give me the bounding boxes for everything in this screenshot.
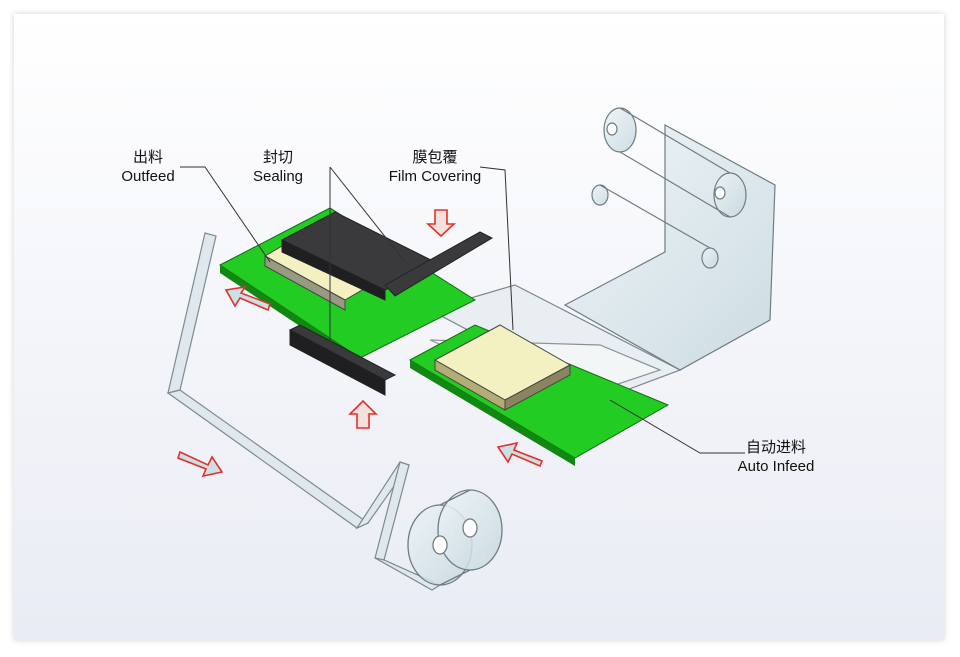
film-covering-zh: 膜包覆 [412, 148, 458, 166]
sealer-top-bar [280, 211, 494, 301]
leader-lines [180, 166, 745, 454]
outfeed-en: Outfeed [121, 168, 175, 185]
outfeed-label: 出料 Outfeed [113, 148, 183, 186]
film-covering-label: 膜包覆 Film Covering [380, 148, 490, 186]
film-roll-icon [407, 489, 503, 586]
sealing-label: 封切 Sealing [241, 148, 315, 186]
infeed-product [433, 324, 572, 411]
outfeed-zh: 出料 [132, 148, 163, 166]
auto-infeed-zh: 自动进料 [745, 438, 806, 456]
sealing-zh: 封切 [262, 148, 293, 166]
sealing-en: Sealing [252, 168, 304, 185]
film-covering-en: Film Covering [388, 168, 482, 185]
auto-infeed-label: 自动进料 Auto Infeed [728, 438, 824, 476]
direction-arrow-icon [177, 285, 544, 478]
sealer-bottom-bar [288, 324, 397, 396]
auto-infeed-en: Auto Infeed [737, 458, 815, 475]
down-arrow-icon [425, 209, 457, 238]
up-arrow-icon [348, 399, 378, 429]
